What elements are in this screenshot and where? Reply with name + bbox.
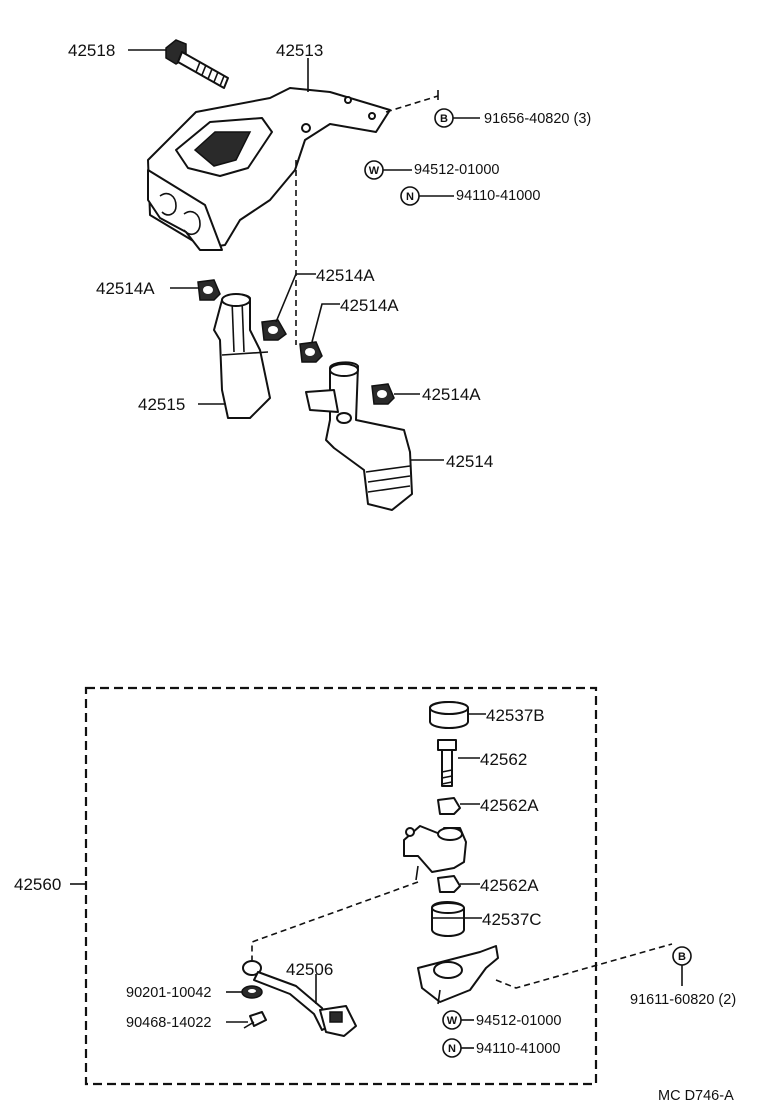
label-90468-14022: 90468-14022 xyxy=(126,1015,211,1031)
svg-text:N: N xyxy=(448,1043,456,1055)
nut-symbol-lower-icon: N xyxy=(442,1038,462,1058)
bushing-42514A-mid1 xyxy=(261,319,287,341)
label-42514A-3: 42514A xyxy=(340,296,399,315)
label-42518: 42518 xyxy=(68,41,115,60)
assembly-42560-box xyxy=(84,686,598,1086)
diagram-code: MC D746-A xyxy=(658,1088,734,1104)
washer-symbol-lower-icon: W xyxy=(442,1010,462,1030)
bushing-42514A-mid2 xyxy=(299,341,323,363)
label-94512-01000-bottom: 94512-01000 xyxy=(476,1013,561,1029)
washer-90201 xyxy=(241,985,263,999)
bushing-42514A-left xyxy=(197,279,221,301)
label-90201-10042: 90201-10042 xyxy=(126,985,211,1001)
label-42513: 42513 xyxy=(276,41,323,60)
label-94110-41000-top: 94110-41000 xyxy=(456,188,540,204)
label-94512-01000-top: 94512-01000 xyxy=(414,162,499,178)
svg-text:B: B xyxy=(440,113,448,125)
label-42560: 42560 xyxy=(14,875,61,894)
collar-42562A-top xyxy=(437,797,461,815)
base-bracket xyxy=(417,945,499,1005)
cap-42537C xyxy=(431,901,465,937)
svg-text:W: W xyxy=(369,165,380,177)
screw-90468 xyxy=(243,1011,267,1029)
svg-text:N: N xyxy=(406,191,414,203)
bracket-42513 xyxy=(147,87,391,251)
bushing-42514A-right xyxy=(371,383,395,405)
label-91656-40820: 91656-40820 (3) xyxy=(484,111,591,127)
svg-text:W: W xyxy=(447,1015,458,1027)
bolt-42518 xyxy=(165,39,229,89)
washer-symbol-icon: W xyxy=(364,160,384,180)
lever-42514 xyxy=(305,361,413,511)
bolt-symbol-icon: B xyxy=(434,108,454,128)
label-42514A-2: 42514A xyxy=(316,266,375,285)
label-42515: 42515 xyxy=(138,395,185,414)
link-42506 xyxy=(242,960,357,1037)
label-42514A-4: 42514A xyxy=(422,385,481,404)
nut-symbol-icon: N xyxy=(400,186,420,206)
label-42562A-2: 42562A xyxy=(480,876,539,895)
label-94110-41000-bottom: 94110-41000 xyxy=(476,1041,560,1057)
label-42506: 42506 xyxy=(286,960,333,979)
label-42562A-1: 42562A xyxy=(480,796,539,815)
lever-42515 xyxy=(213,293,271,419)
label-91611-60820: 91611-60820 (2) xyxy=(630,992,736,1008)
label-42514A-1: 42514A xyxy=(96,279,155,298)
bolt-symbol-lower-icon: B xyxy=(672,946,692,966)
label-42537B: 42537B xyxy=(486,706,545,725)
label-42562: 42562 xyxy=(480,750,527,769)
label-42514: 42514 xyxy=(446,452,493,471)
svg-text:B: B xyxy=(678,951,686,963)
collar-42562A-bottom xyxy=(437,875,461,893)
label-42537C: 42537C xyxy=(482,910,542,929)
housing-bracket xyxy=(403,825,467,881)
cap-42537B xyxy=(429,701,469,729)
pin-42562 xyxy=(437,739,457,787)
